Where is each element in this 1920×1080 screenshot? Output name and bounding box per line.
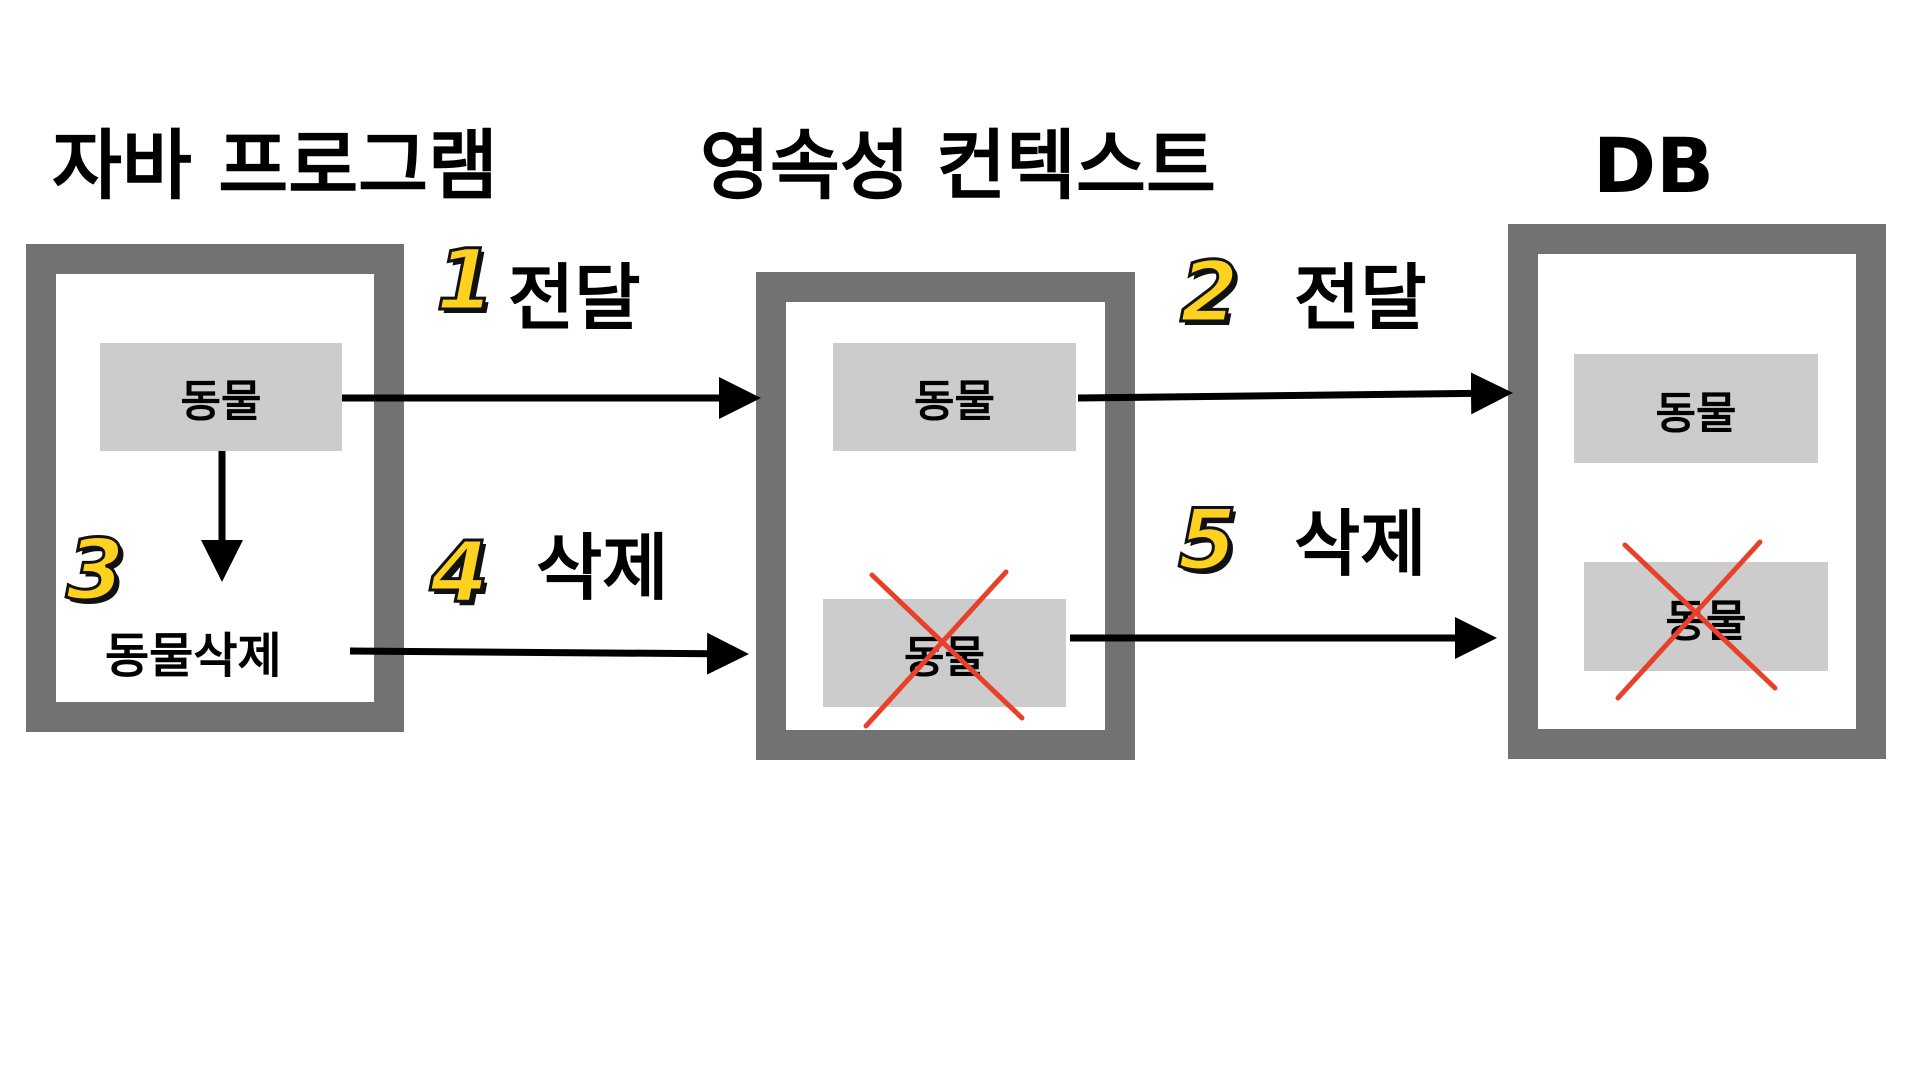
java-program-frame [26,244,404,732]
step-4-label: 삭제 [536,526,669,610]
java-entity-label: 동물 [180,376,262,427]
java-delete-call-text: 동물삭제 [105,628,282,684]
db-heading: DB [1593,121,1715,210]
step-3-number: 3 [64,521,125,619]
step-2-number: 2 [1178,243,1239,341]
java-entity-box: 동물 [100,343,342,451]
arrow-java-delete-to-pc [349,632,749,675]
pc-entity-box: 동물 [833,343,1076,451]
db-entity-box: 동물 [1574,354,1818,463]
pc-removed-cross-icon [863,569,1025,729]
step-1-label: 전달 [508,256,641,340]
step-2-label: 전달 [1294,256,1427,340]
step-5-number: 5 [1176,491,1237,589]
db-removed-cross-icon [1615,539,1778,701]
step-5-label: 삭제 [1294,502,1427,586]
pc-removed-entity-box: 동물 [823,599,1066,707]
step-1-number: 1 [434,231,495,329]
db-removed-entity-box: 동물 [1584,562,1828,671]
db-entity-label: 동물 [1655,387,1737,439]
step-4-number: 4 [428,523,489,621]
arrow-pc-to-db [1077,372,1513,415]
persistence-context-heading: 영속성 컨텍스트 [700,121,1216,210]
pc-entity-label: 동물 [914,376,995,427]
java-program-heading: 자바 프로그램 [52,121,498,210]
